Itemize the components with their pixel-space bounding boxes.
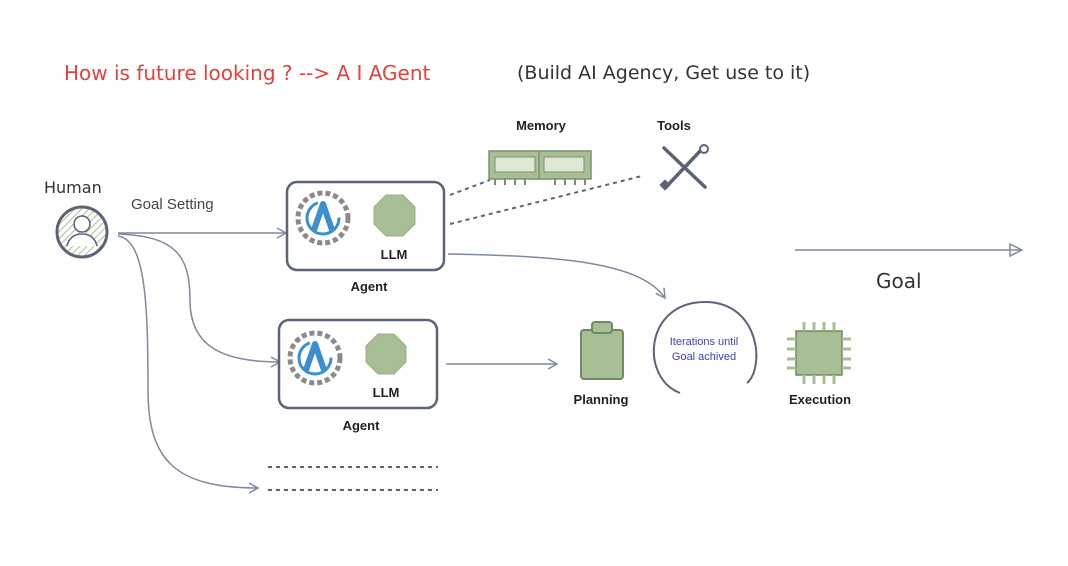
human-label: Human	[44, 178, 102, 197]
goal-label: Goal	[876, 269, 922, 293]
arrow-agent-top-to-iterations	[447, 253, 666, 300]
diagram-subtitle: (Build AI Agency, Get use to it)	[517, 62, 810, 84]
ai-agent-icon	[295, 190, 351, 246]
arrow-human-to-agent-bottom	[117, 233, 282, 368]
agent-bottom-box	[277, 318, 439, 410]
iterations-label-line1: Iterations until	[670, 336, 738, 348]
ram-memory-icon	[488, 150, 592, 185]
agent-bottom-llm-label: LLM	[373, 385, 400, 400]
wrench-screwdriver-icon	[659, 144, 709, 191]
iteration-loop-arc	[652, 300, 758, 394]
octagon-llm-icon	[373, 194, 416, 237]
planning-label: Planning	[574, 392, 629, 407]
tools-label: Tools	[657, 118, 691, 133]
memory-label: Memory	[516, 118, 567, 133]
agent-top-llm-label: LLM	[381, 247, 408, 262]
iterations-label-line2: Goal achived	[672, 351, 736, 363]
dotted-link-memory	[449, 179, 491, 196]
cpu-chip-icon	[787, 322, 851, 384]
arrow-human-to-more-agents	[117, 235, 260, 494]
dotted-link-tools	[449, 175, 643, 225]
goal-setting-label: Goal Setting	[131, 196, 214, 213]
agent-top-label: Agent	[351, 279, 389, 294]
ai-agent-icon	[287, 330, 343, 386]
person-icon	[55, 205, 109, 259]
diagram-title: How is future looking ? --> A I AGent	[64, 61, 431, 85]
execution-label: Execution	[789, 392, 851, 407]
clipboard-icon	[580, 321, 624, 380]
octagon-llm-icon	[365, 333, 407, 375]
agent-bottom-label: Agent	[343, 418, 381, 433]
